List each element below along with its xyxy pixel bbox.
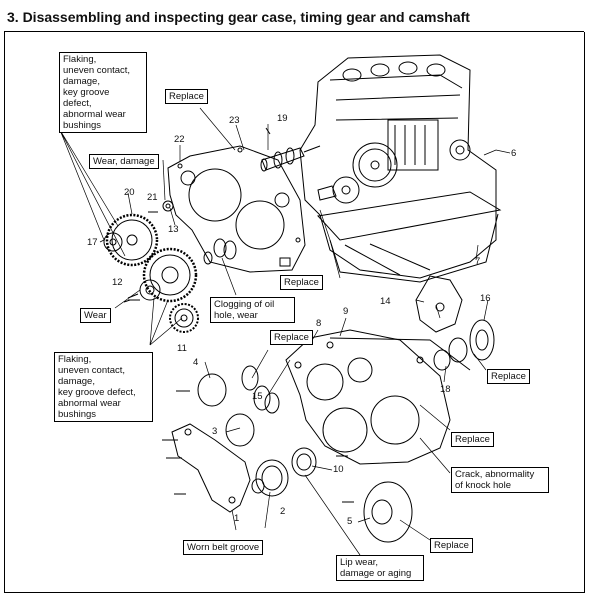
callout-flaking-top: Flaking, uneven contact, damage, key gro…: [59, 52, 147, 133]
part-number-11: 11: [177, 343, 187, 354]
callout-crack: Crack, abnormality of knock hole: [451, 467, 549, 493]
callout-replace-18: Replace: [451, 432, 494, 447]
part-number-12: 12: [112, 277, 123, 288]
engine-block: [299, 54, 502, 283]
part-number-4: 4: [193, 357, 199, 368]
oil-seal: [291, 447, 317, 477]
part-number-6: 6: [511, 148, 517, 159]
part-number-8: 8: [316, 318, 322, 329]
part-number-22: 22: [174, 134, 185, 145]
gear-case-plate: [167, 145, 306, 273]
part-number-23: 23: [229, 115, 240, 126]
callout-flaking-bottom: Flaking, uneven contact, damage, key gro…: [54, 352, 153, 422]
page-title: 3. Disassembling and inspecting gear cas…: [7, 9, 470, 25]
part-number-19: 19: [277, 113, 288, 124]
gear-case: [285, 329, 471, 465]
part-number-9: 9: [343, 306, 349, 317]
callout-replace-16: Replace: [487, 369, 530, 384]
part-number-2: 2: [280, 506, 286, 517]
part-number-14: 14: [380, 296, 391, 307]
callout-clogging: Clogging of oil hole, wear: [210, 297, 295, 323]
leader-lines: [59, 107, 511, 556]
callout-replace-block: Replace: [280, 275, 323, 290]
front-cover: [171, 423, 251, 513]
callout-worn-belt: Worn belt groove: [183, 540, 264, 555]
bearing-18: [433, 337, 468, 371]
cover-5: [363, 481, 413, 543]
part-number-20: 20: [124, 187, 135, 198]
callout-wear: Wear: [80, 308, 111, 323]
part-number-18: 18: [440, 384, 451, 395]
part-number-13: 13: [168, 224, 179, 235]
bearing-covers: [197, 365, 280, 447]
figure-frame: [4, 32, 585, 593]
part-number-1: 1: [234, 513, 240, 524]
part-number-3: 3: [212, 426, 218, 437]
bolts: [128, 211, 354, 503]
part-number-10: 10: [333, 464, 344, 475]
title-rule: [4, 31, 584, 32]
part-number-15: 15: [252, 391, 263, 402]
part-number-21: 21: [147, 192, 158, 203]
timing-gears: [103, 200, 199, 333]
callout-replace-5: Replace: [430, 538, 473, 553]
part-number-5: 5: [347, 516, 353, 527]
gear-bushing: [203, 238, 237, 265]
callout-wear-damage: Wear, damage: [89, 154, 159, 169]
part-number-7: 7: [475, 256, 481, 267]
bearing-16: [469, 319, 495, 361]
callout-replace-23: Replace: [165, 89, 208, 104]
part-number-16: 16: [480, 293, 491, 304]
camshaft: [260, 127, 321, 172]
callout-replace-15: Replace: [270, 330, 313, 345]
part-number-17: 17: [87, 237, 98, 248]
cover-14: [415, 275, 463, 333]
crank-pulley: [251, 459, 289, 497]
callout-lip-wear: Lip wear, damage or aging: [336, 555, 424, 581]
